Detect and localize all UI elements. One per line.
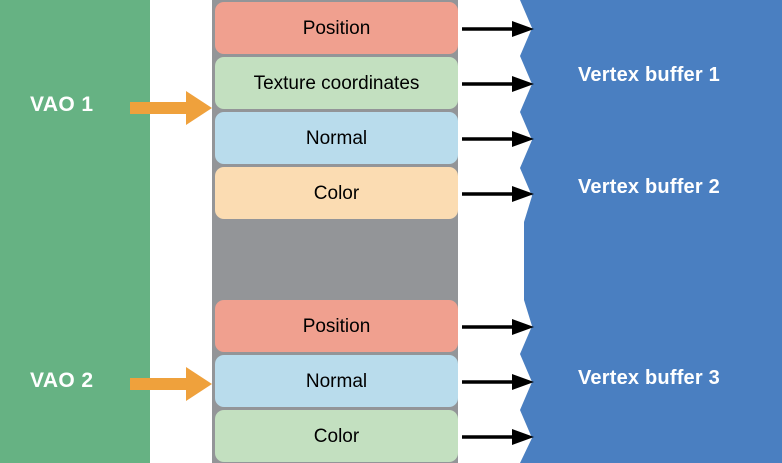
attribute-box[interactable]: Color xyxy=(215,167,458,219)
vao-panel xyxy=(0,0,150,463)
attribute-to-buffer-arrow-icon xyxy=(462,21,534,37)
attribute-label: Position xyxy=(302,17,371,39)
vao2-binding-arrow-icon xyxy=(130,367,212,401)
vertex-buffer-2-label: Vertex buffer 2 xyxy=(578,176,720,198)
attribute-label: Normal xyxy=(305,370,368,392)
attribute-to-buffer-arrow-icon xyxy=(462,76,534,92)
attribute-box[interactable]: Position xyxy=(215,300,458,352)
attribute-label: Color xyxy=(313,182,360,204)
attribute-to-buffer-arrow-icon xyxy=(462,319,534,335)
attribute-box[interactable]: Color xyxy=(215,410,458,462)
vao-1-label: VAO 1 xyxy=(30,93,94,116)
vao1-binding-arrow-icon xyxy=(130,91,212,125)
attribute-to-buffer-arrow-icon xyxy=(462,131,534,147)
attribute-box[interactable]: Normal xyxy=(215,355,458,407)
attribute-to-buffer-arrow-icon xyxy=(462,186,534,202)
attribute-box[interactable]: Position xyxy=(215,2,458,54)
attribute-box[interactable]: Normal xyxy=(215,112,458,164)
attribute-to-buffer-arrow-icon xyxy=(462,374,534,390)
vertex-buffer-3-label: Vertex buffer 3 xyxy=(578,367,720,389)
vao2-binding-funnel xyxy=(150,232,212,463)
vao-2-label: VAO 2 xyxy=(30,369,94,392)
attribute-label: Normal xyxy=(305,127,368,149)
attribute-box[interactable]: Texture coordinates xyxy=(215,57,458,109)
vertex-buffer-panel xyxy=(520,0,782,463)
vertex-buffer-1-label: Vertex buffer 1 xyxy=(578,64,720,86)
buffer-gap-zigzag xyxy=(458,0,532,463)
vao1-binding-funnel xyxy=(150,0,212,232)
attribute-label: Position xyxy=(302,315,371,337)
attribute-label: Color xyxy=(313,425,360,447)
attribute-to-buffer-arrow-icon xyxy=(462,429,534,445)
attribute-label: Texture coordinates xyxy=(253,72,420,94)
